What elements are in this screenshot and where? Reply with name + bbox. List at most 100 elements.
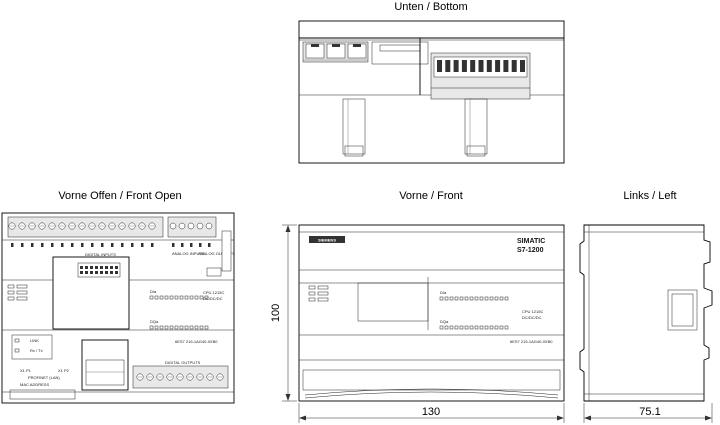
io-led (194, 325, 199, 330)
front-open-bottom-terminals (132, 365, 229, 389)
io-led (474, 325, 479, 330)
front-open-profinet: PROFINET (LAN) (28, 375, 60, 380)
dimension-width: 130 (298, 403, 565, 423)
io-led (464, 296, 469, 301)
io-led (179, 295, 184, 300)
terminal-marker (21, 243, 24, 247)
io-led (184, 325, 189, 330)
left-view (579, 224, 713, 402)
terminal-screw (187, 222, 195, 230)
front-open-port-x1-p2: X1 P2 (58, 368, 70, 373)
bottom-terminal-pin (470, 60, 476, 72)
title-bottom-view: Unten / Bottom (394, 1, 467, 13)
io-led (459, 325, 464, 330)
terminal-marker (91, 243, 94, 247)
title-left-view: Links / Left (623, 190, 676, 202)
ethernet-port-pair (302, 41, 369, 63)
io-led (154, 295, 159, 300)
terminal-marker (41, 243, 44, 247)
connector-pin (110, 271, 113, 274)
io-led (179, 325, 184, 330)
bottom-terminal-pin (503, 60, 509, 72)
io-led (494, 296, 499, 301)
terminal-marker (31, 243, 34, 247)
front-center-cover (357, 282, 429, 322)
bottom-terminal-pin (520, 60, 525, 72)
front-open-analog-outputs-label: ANALOG OUTPUTS (198, 251, 235, 256)
io-led (489, 296, 494, 301)
front-view: SIEMENS SIMATIC S7-1200 DIa DQa CPU 1215… (298, 224, 565, 402)
connector-pin (95, 266, 98, 269)
terminal-marker (131, 243, 134, 247)
terminal-screw (205, 222, 213, 230)
terminal-marker (208, 243, 211, 247)
model-label: S7-1200 (517, 247, 544, 254)
io-led (159, 325, 164, 330)
terminal-marker (61, 243, 64, 247)
dimension-depth-value: 75.1 (639, 406, 660, 418)
connector-pin (100, 271, 103, 274)
terminal-marker (141, 243, 144, 247)
bottom-terminal-pin (478, 60, 484, 72)
connector-pin (115, 266, 118, 269)
front-open-rxtx-label: Rx / Tx (30, 348, 43, 353)
io-led (479, 296, 484, 301)
title-front-open-view: Vorne Offen / Front Open (58, 190, 181, 202)
io-led (494, 325, 499, 330)
io-led (484, 296, 489, 301)
siemens-logo-plate (309, 236, 345, 243)
front-input-group: DIa (440, 290, 447, 295)
connector-pin (90, 271, 93, 274)
io-led (204, 325, 209, 330)
front-open-output-group: DQa (150, 319, 159, 324)
io-led (204, 295, 209, 300)
terminal-marker (111, 243, 114, 247)
terminal-screw (178, 222, 186, 230)
bottom-terminal-pin (511, 60, 517, 72)
status-led (308, 285, 316, 290)
status-led (308, 291, 316, 296)
io-led (444, 325, 449, 330)
io-led (489, 325, 494, 330)
io-led (464, 325, 469, 330)
terminal-marker (172, 243, 175, 247)
connector-pin (90, 266, 93, 269)
io-led (499, 325, 504, 330)
connector-pin (105, 271, 108, 274)
bottom-terminal-pin (495, 60, 501, 72)
io-led (169, 325, 174, 330)
title-front-view: Vorne / Front (399, 190, 463, 202)
io-led (444, 296, 449, 301)
front-open-link-label: LINK (30, 338, 39, 343)
status-led (308, 297, 316, 302)
dimension-height: 100 (270, 224, 297, 402)
terminal-screw (196, 222, 204, 230)
bottom-terminal-pin (437, 60, 442, 72)
connector-pin (115, 271, 118, 274)
terminal-marker (101, 243, 104, 247)
front-cpu-label: CPU 1215C (522, 309, 543, 314)
dimension-height-value: 100 (270, 304, 282, 322)
io-led (449, 296, 454, 301)
terminal-screw (169, 222, 177, 230)
io-led (439, 325, 444, 330)
din-clip-left (342, 98, 366, 157)
bottom-terminal-pin (445, 60, 451, 72)
terminal-marker (199, 243, 202, 247)
connector-pin (110, 266, 113, 269)
io-led (454, 296, 459, 301)
connector-pin (95, 271, 98, 274)
io-led (154, 325, 159, 330)
bottom-terminal-pin (486, 60, 492, 72)
connector-pin (85, 266, 88, 269)
io-led (484, 325, 489, 330)
front-open-mac-address: MAC ADDRESS (20, 382, 49, 387)
terminal-marker (121, 243, 124, 247)
terminal-marker (11, 243, 14, 247)
dimension-width-value: 130 (422, 406, 440, 418)
io-led (449, 325, 454, 330)
io-led (189, 295, 194, 300)
io-led (194, 295, 199, 300)
io-led (164, 295, 169, 300)
front-open-view: DIGITAL INPUTS ANALOG INPUTS ANALOG OUTP… (1, 212, 235, 404)
